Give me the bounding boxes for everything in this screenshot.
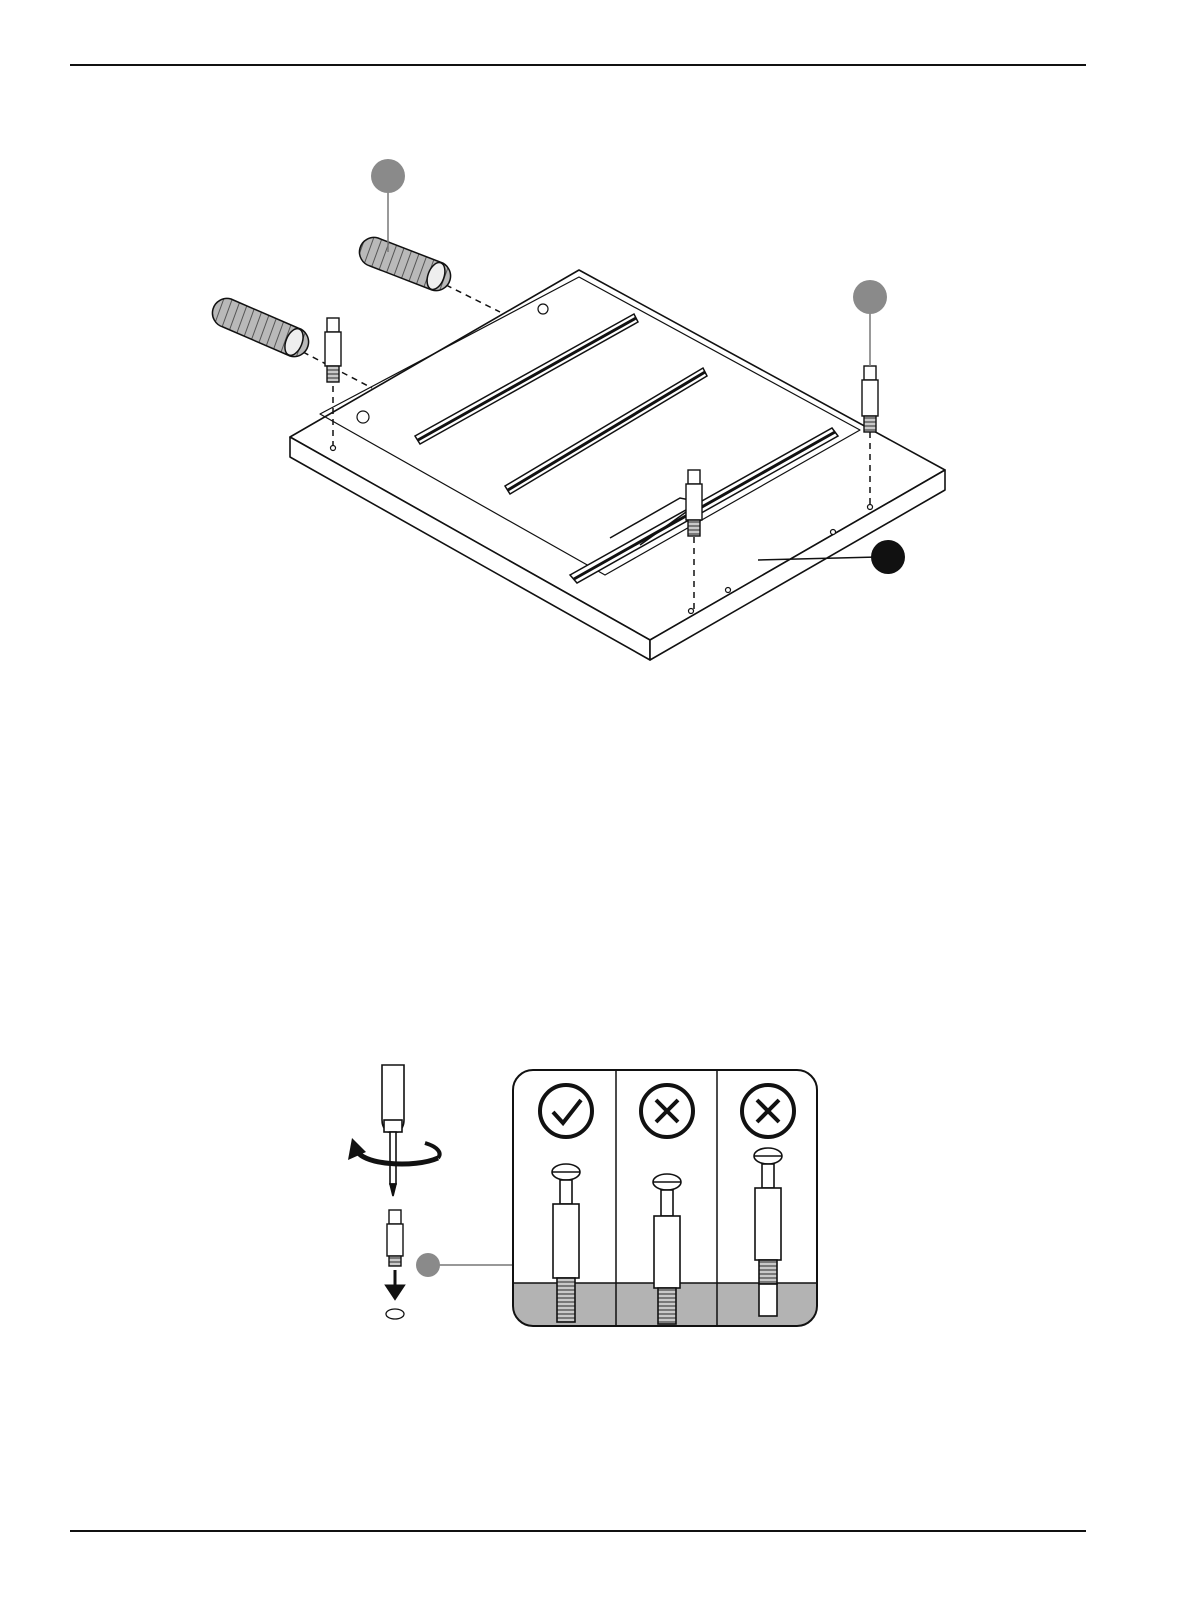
cam-bolt-callout	[416, 1253, 440, 1277]
dowel-icon	[359, 237, 450, 291]
dowel-icon	[212, 298, 308, 358]
cam-bolt-icon	[686, 470, 702, 536]
cam-bolt-icon	[387, 1210, 403, 1266]
pilot-hole	[386, 1309, 404, 1319]
dowel-callout	[371, 159, 405, 193]
down-arrow-icon	[387, 1270, 403, 1298]
cam-bolt-callout	[853, 280, 887, 314]
cam-bolt-icon	[862, 366, 878, 432]
screwdriver-icon	[382, 1065, 404, 1196]
panel-callout	[871, 540, 905, 574]
cam-bolt-icon	[325, 318, 341, 382]
